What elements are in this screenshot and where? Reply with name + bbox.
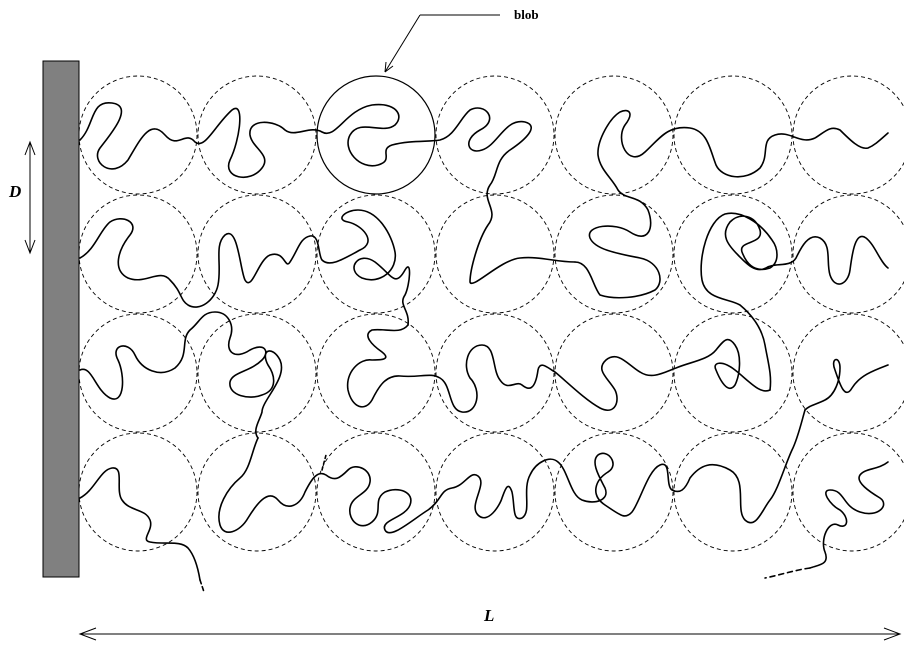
blob-circle [673,313,793,433]
polymer-chain [79,209,411,326]
l-arrowhead-right [883,627,902,641]
blob-circle [78,75,198,195]
d-arrowhead-bottom [24,239,36,255]
blob-circle [435,194,555,314]
blob-circle [197,75,317,195]
blob-circle [554,432,674,552]
chain-end-dashed [764,567,811,579]
l-label: L [483,606,494,625]
polymer-chain [79,311,283,439]
blob-circle [673,75,793,195]
blob-leader-arrow [384,14,421,73]
blob-circle [792,432,904,552]
blob-circle [554,75,674,195]
chain-end-dashed [199,579,205,593]
blob-circle [554,313,674,433]
grafting-wall [42,60,80,578]
d-label: D [8,182,21,201]
blob-circle [792,75,904,195]
blob-circle [673,432,793,552]
chain-end-dashed [321,454,327,471]
polymer-chain [574,109,889,299]
d-arrowhead-top [24,140,36,156]
blob-circle [554,194,674,314]
polymer-chain [804,358,889,411]
blob-circle [316,313,436,433]
blob-circles [78,75,904,552]
polymer-chain [79,467,201,581]
blob-circle [197,432,317,552]
blob-circle [316,194,436,314]
blob-circle [78,194,198,314]
blob-circle [435,313,555,433]
blob-circle [316,432,436,552]
blob-circle [78,432,198,552]
blob-arrowhead [384,61,394,73]
blob-circle [197,313,317,433]
blob-circle [792,194,904,314]
highlighted-blob-circle [316,75,436,195]
polymer-chain [700,212,889,391]
blob-circle [792,313,904,433]
polymer-chain [809,461,889,569]
polymer-chain [218,409,806,534]
polymer-chain [346,324,771,413]
blob-circle [673,194,793,314]
blob-circle [435,432,555,552]
blob-circle [435,75,555,195]
polymer-chain [79,102,576,285]
blob-circle [197,194,317,314]
l-arrowhead-left [78,627,97,641]
polymer-chains [79,102,889,593]
blob-circle [78,313,198,433]
blob-label: blob [514,7,539,22]
